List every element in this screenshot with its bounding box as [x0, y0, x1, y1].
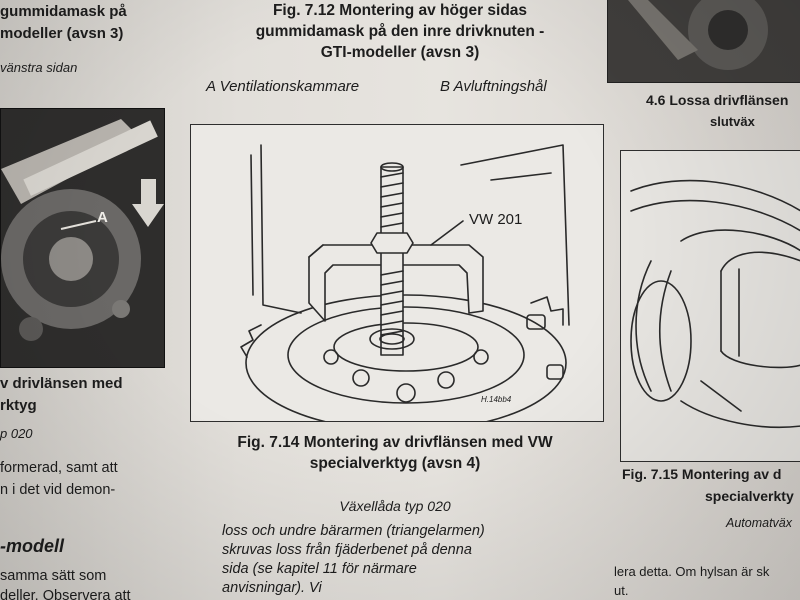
left-photo-label: A: [97, 209, 108, 226]
fig-7-15-caption-line1: Fig. 7.15 Montering av d: [622, 466, 782, 482]
left-body-line1: formerad, samt att: [0, 460, 118, 476]
fig-7-15-line-drawing: [630, 179, 800, 429]
left-caption-line2: rktyg: [0, 397, 37, 414]
fig-7-15-subcaption: Automatväx: [726, 516, 793, 530]
left-photo-drawing: [1, 109, 164, 367]
center-body-line2: skruvas loss från fjäderbenet på denna: [222, 542, 472, 558]
fig-7-14-line1: Fig. 7.14 Montering av drivflänsen med V…: [237, 434, 553, 451]
left-photo: A: [0, 108, 165, 368]
right-top-photo: [607, 0, 800, 83]
left-section-heading: -modell: [0, 536, 65, 556]
legend-a: A Ventilationskammare: [206, 78, 360, 95]
left-heading-line2: modeller (avsn 3): [0, 25, 124, 42]
fig-7-12-line3: GTI-modeller (avsn 3): [320, 44, 480, 61]
center-body-line4: anvisningar). Vi: [222, 580, 322, 596]
fig-7-12-line1: Fig. 7.12 Montering av höger sidas: [272, 2, 528, 19]
fig-7-14-diagram: VW 201 H.14bb4: [190, 124, 604, 422]
fig-7-12-line2: gummidamask på den inre drivknuten -: [255, 23, 545, 40]
center-body-line1: loss och undre bärarmen (triangelarmen): [222, 523, 485, 539]
left-body-line4: deller. Observera att: [0, 588, 131, 600]
right-top-photo-drawing: [608, 0, 800, 82]
fig-4-6-caption-line2: slutväx: [710, 114, 755, 129]
left-heading-line1: gummidamask på: [0, 3, 127, 20]
right-body-line2: ut.: [614, 583, 629, 598]
legend-b: B Avluftningshål: [440, 78, 547, 95]
right-body-line1: lera detta. Om hylsan är sk: [614, 564, 770, 579]
fig-7-15-caption-line2: specialverkty: [705, 488, 794, 504]
center-body-line3: sida (se kapitel 11 för närmare: [222, 561, 417, 577]
fig-7-14-subcaption: Växellåda typ 020: [339, 498, 451, 514]
fig-7-14-line2: specialverktyg (avsn 4): [309, 455, 481, 472]
fig-7-15-diagram: [620, 150, 800, 462]
fig-7-14-caption: Fig. 7.14 Montering av drivflänsen med V…: [185, 432, 605, 474]
diagram-label-vw201: VW 201: [469, 211, 523, 228]
left-caption-line1: v drivlänsen med: [0, 375, 123, 392]
diagram-mark: H.14bb4: [481, 395, 512, 404]
fig-4-6-caption-line1: 4.6 Lossa drivflänsen: [646, 92, 789, 108]
left-body-line3: samma sätt som: [0, 568, 107, 584]
left-body-line2: n i det vid demon-: [0, 482, 116, 498]
diagram-line-drawing: [240, 144, 570, 421]
left-subcaption: vänstra sidan: [0, 60, 78, 75]
left-caption-sub: p 020: [0, 426, 33, 441]
fig-7-12-caption: Fig. 7.12 Montering av höger sidas gummi…: [198, 0, 602, 63]
